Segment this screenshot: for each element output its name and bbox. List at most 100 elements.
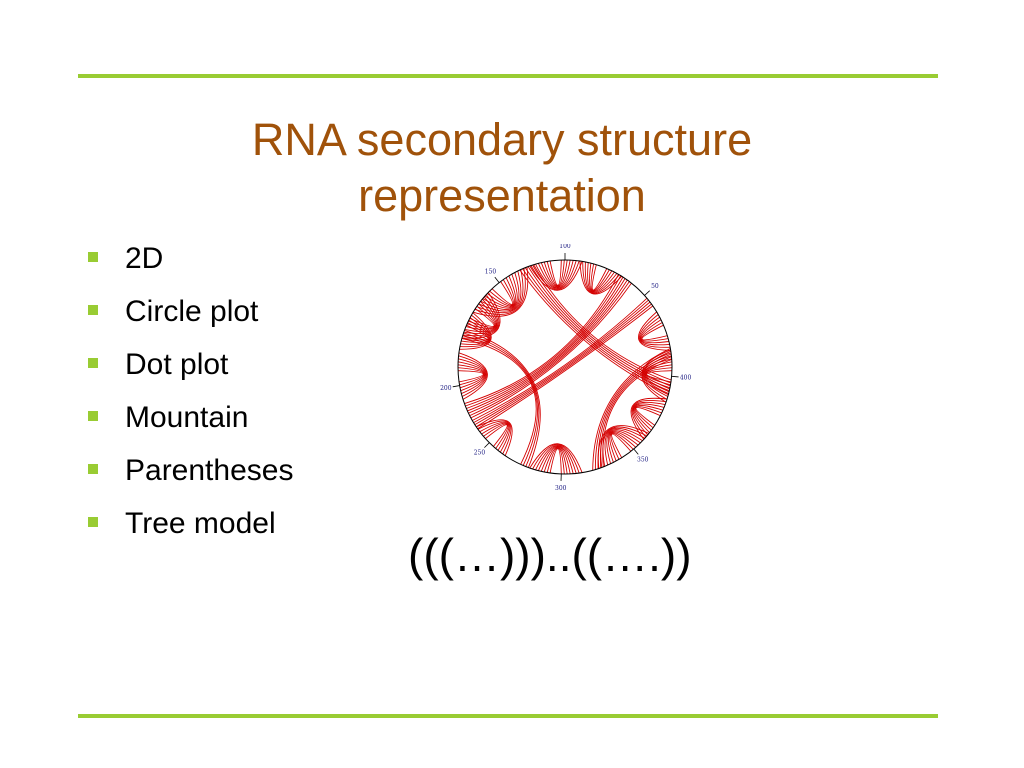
circle-plot-arcs	[457, 259, 673, 475]
pairing-arc	[537, 260, 574, 289]
pairing-arc	[464, 298, 498, 333]
pairing-arc	[630, 397, 668, 440]
pairing-arc	[537, 445, 574, 474]
pairing-arc	[468, 305, 496, 328]
tick-mark	[671, 375, 679, 378]
pairing-arc	[540, 260, 571, 288]
pairing-arc	[461, 319, 490, 343]
pairing-arc	[582, 261, 620, 294]
pairing-arc	[638, 311, 671, 351]
pairing-arc	[546, 447, 565, 475]
pairing-arc	[529, 443, 583, 473]
pairing-arc	[461, 337, 537, 465]
pairing-arc	[579, 260, 623, 295]
pairing-arc	[458, 361, 486, 392]
pairing-arc	[549, 448, 562, 474]
pairing-arc	[462, 324, 489, 341]
slide-title: RNA secondary structure representation	[100, 112, 904, 224]
pairing-arc	[465, 275, 622, 407]
pairing-arc	[640, 319, 669, 344]
pairing-arc	[465, 301, 497, 331]
pairing-arc	[464, 329, 541, 468]
pairing-arc	[634, 406, 662, 429]
pairing-arc	[591, 264, 608, 291]
pairing-arc	[602, 359, 672, 467]
pairing-arc	[462, 294, 500, 337]
pairing-arc	[459, 314, 491, 348]
pairing-arc	[475, 303, 652, 428]
tick-label: 50	[651, 283, 659, 290]
pairing-arc	[481, 422, 510, 451]
pairing-arc	[584, 261, 618, 293]
pairing-arc	[635, 407, 661, 426]
pairing-arc	[483, 423, 509, 449]
pairing-arc	[632, 401, 666, 436]
tick-label: 300	[555, 485, 567, 492]
pairing-arc	[479, 421, 511, 453]
pairing-arc	[530, 265, 671, 384]
pairing-arc	[535, 260, 577, 290]
pairing-arc	[468, 279, 628, 414]
pairing-arc	[594, 350, 671, 470]
pairing-arc	[641, 322, 669, 342]
pairing-arc	[611, 433, 632, 458]
pairing-arc	[466, 303, 496, 329]
pairing-arc	[470, 282, 632, 419]
pairing-arc	[527, 266, 671, 387]
pairing-arc	[467, 278, 626, 412]
pairing-arc	[474, 268, 526, 315]
pairing-arc	[609, 432, 637, 462]
pairing-arc	[540, 446, 571, 474]
tick-label: 150	[485, 269, 497, 276]
square-bullet-icon	[88, 411, 98, 421]
pairing-arc	[543, 447, 568, 475]
pairing-arc	[489, 279, 514, 306]
pairing-arc	[633, 403, 665, 433]
pairing-arc	[638, 314, 671, 348]
pairing-arc	[524, 267, 670, 390]
square-bullet-icon	[88, 252, 98, 262]
tick-mark	[644, 290, 650, 296]
pairing-arc	[469, 281, 630, 417]
pairing-arc	[458, 355, 488, 397]
pairing-arc	[478, 270, 522, 312]
pairing-arc	[462, 335, 538, 466]
pairing-arc	[487, 277, 515, 307]
pairing-arc	[477, 305, 654, 430]
pairing-arc	[529, 261, 583, 291]
pairing-arc	[461, 322, 489, 342]
pairing-arc	[607, 431, 639, 463]
pairing-arc	[466, 276, 624, 409]
pairing-arc	[532, 260, 580, 290]
pairing-arc	[464, 274, 619, 405]
pairing-arc	[599, 356, 672, 468]
pairing-arc	[631, 400, 667, 438]
pairing-arc	[641, 349, 671, 403]
pairing-arc	[463, 332, 540, 467]
tick-label: 400	[680, 375, 692, 382]
pairing-arc	[485, 424, 508, 447]
pairing-arc	[458, 352, 488, 400]
tick-mark	[494, 276, 500, 283]
pairing-arc	[634, 405, 664, 431]
pairing-arc	[477, 420, 512, 455]
title-line-1: RNA secondary structure	[251, 114, 753, 165]
pairing-arc	[522, 268, 670, 393]
pairing-arc	[546, 259, 565, 287]
pairing-arc	[589, 263, 613, 292]
pairing-arc	[535, 444, 577, 474]
pairing-arc	[532, 444, 580, 474]
tick-mark	[484, 442, 490, 448]
pairing-arc	[469, 308, 495, 327]
pairing-arc	[592, 347, 671, 471]
pairing-arc	[474, 301, 651, 425]
tick-label: 350	[637, 457, 649, 464]
pairing-arc	[533, 264, 672, 381]
pairing-arc	[473, 299, 649, 423]
pairing-arc	[476, 269, 524, 314]
square-bullet-icon	[88, 305, 98, 315]
pairing-arc	[472, 297, 648, 421]
tick-label: 250	[474, 450, 486, 457]
